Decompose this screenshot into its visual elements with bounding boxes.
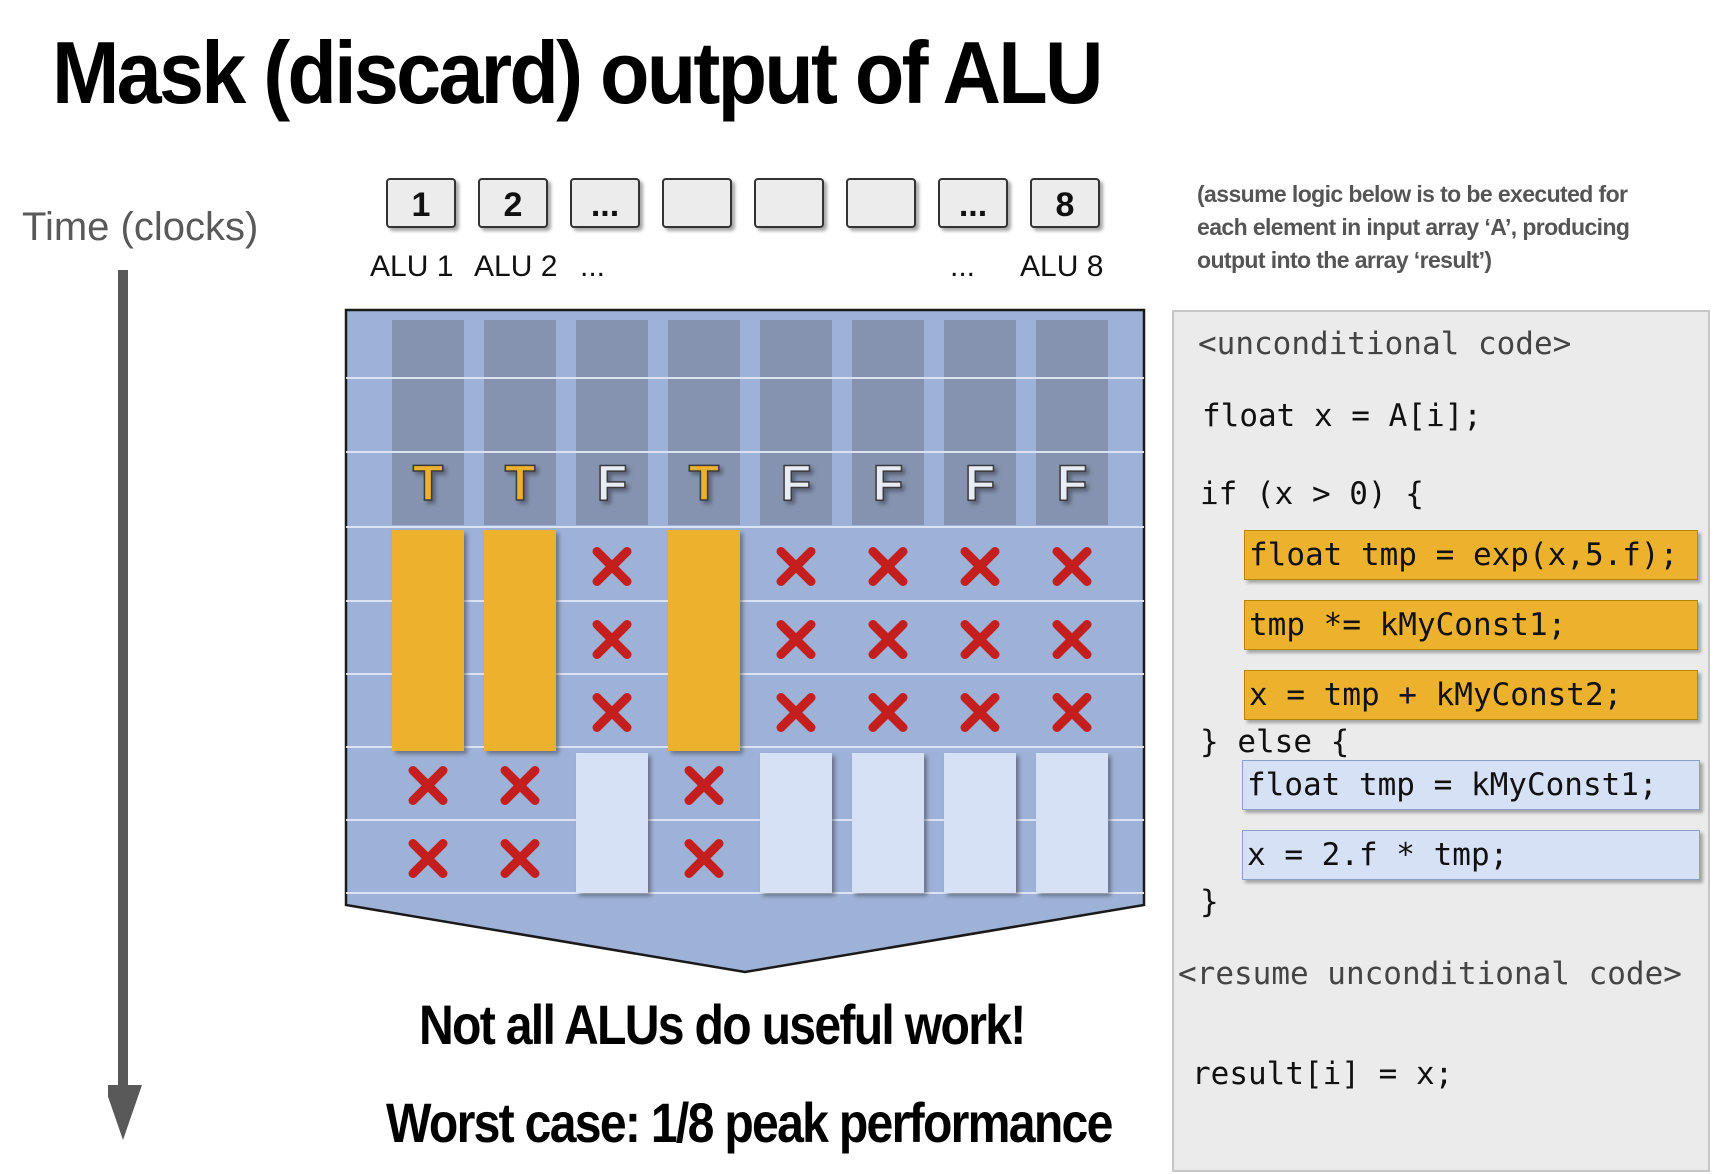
true-branch-active — [668, 530, 740, 751]
mask-x-icon — [776, 693, 816, 732]
true-branch-line-2: tmp *= kMyConst1; — [1244, 600, 1698, 650]
lane-header-cell — [760, 320, 832, 525]
alu-box-2: 2 — [478, 178, 548, 228]
mask-x-icon — [1052, 547, 1092, 586]
alu-box-8: 8 — [1030, 178, 1100, 228]
mask-x-icon — [776, 547, 816, 586]
mask-x-icon — [500, 766, 540, 805]
alu-box-6 — [846, 178, 916, 228]
mask-x-icon — [592, 620, 632, 659]
mask-x-icon — [960, 620, 1000, 659]
condition-flag: T — [505, 455, 536, 511]
mask-x-icon — [868, 547, 908, 586]
mask-x-icon — [868, 620, 908, 659]
lane-header-cell — [1036, 320, 1108, 525]
caption-worst-case: Worst case: 1/8 peak performance — [386, 1091, 1113, 1154]
lane-header-cell — [484, 320, 556, 525]
time-axis-label: Time (clocks) — [22, 205, 259, 249]
mask-x-icon — [408, 839, 448, 878]
false-branch-active — [1036, 753, 1108, 893]
alu-box-5 — [754, 178, 824, 228]
alu-box-7: ... — [938, 178, 1008, 228]
false-branch-active — [852, 753, 924, 893]
lane-header-cell — [852, 320, 924, 525]
mask-x-icon — [500, 839, 540, 878]
false-branch-active — [576, 753, 648, 893]
alu-box-1: 1 — [386, 178, 456, 228]
code-result-line: result[i] = x; — [1192, 1056, 1454, 1092]
false-branch-active — [944, 753, 1016, 893]
lane-header-cell — [576, 320, 648, 525]
lanes — [392, 530, 1108, 893]
condition-flag: F — [781, 455, 812, 511]
mask-x-icon — [592, 693, 632, 732]
mask-x-icon — [1052, 620, 1092, 659]
alu-label-2: ALU 2 — [474, 250, 558, 283]
code-else-line: } else { — [1200, 724, 1350, 760]
alu-box-4 — [662, 178, 732, 228]
condition-flag: F — [597, 455, 628, 511]
false-branch-active — [760, 753, 832, 893]
condition-flag: T — [413, 455, 444, 511]
true-branch-active — [484, 530, 556, 751]
mask-x-icon — [592, 547, 632, 586]
unconditional-code-label: <unconditional code> — [1198, 326, 1572, 362]
code-if-line: if (x > 0) { — [1200, 476, 1424, 512]
alu-label-8: ALU 8 — [1020, 250, 1104, 283]
code-close-brace: } — [1200, 884, 1219, 920]
alu-label-1: ALU 1 — [370, 250, 454, 283]
false-branch-line-2: x = 2.f * tmp; — [1242, 830, 1700, 880]
mask-x-icon — [408, 766, 448, 805]
mask-x-icon — [776, 620, 816, 659]
alu-label-3: ... — [580, 250, 606, 283]
resume-code-label: <resume unconditional code> — [1178, 956, 1682, 992]
mask-x-icon — [960, 693, 1000, 732]
diagram-background — [344, 308, 1146, 974]
condition-flag: T — [689, 455, 720, 511]
mask-x-icon — [684, 839, 724, 878]
mask-x-icon — [868, 693, 908, 732]
mask-x-icon — [684, 766, 724, 805]
mask-x-icon — [960, 547, 1000, 586]
condition-flag: F — [965, 455, 996, 511]
false-branch-line-1: float tmp = kMyConst1; — [1242, 760, 1700, 810]
lane-header-cell — [944, 320, 1016, 525]
caption-useful-work: Not all ALUs do useful work! — [419, 993, 1026, 1056]
condition-flag: F — [1057, 455, 1088, 511]
alu-box-3: ... — [570, 178, 640, 228]
row-lines — [346, 377, 1144, 894]
true-branch-active — [392, 530, 464, 751]
lane-header-cell — [668, 320, 740, 525]
alu-label-7: ... — [950, 250, 976, 283]
true-branch-line-3: x = tmp + kMyConst2; — [1244, 670, 1698, 720]
assumption-note: (assume logic below is to be executed fo… — [1197, 181, 1630, 273]
slide-title: Mask (discard) output of ALU — [52, 23, 1103, 122]
condition-flag: F — [873, 455, 904, 511]
time-arrow — [108, 270, 142, 1140]
true-branch-line-1: float tmp = exp(x,5.f); — [1244, 530, 1698, 580]
lane-header-cell — [392, 320, 464, 525]
code-load-line: float x = A[i]; — [1202, 398, 1482, 434]
code-panel: <unconditional code> float x = A[i]; if … — [1172, 310, 1710, 1172]
header-cells — [392, 320, 1108, 525]
mask-x-icon — [1052, 693, 1092, 732]
